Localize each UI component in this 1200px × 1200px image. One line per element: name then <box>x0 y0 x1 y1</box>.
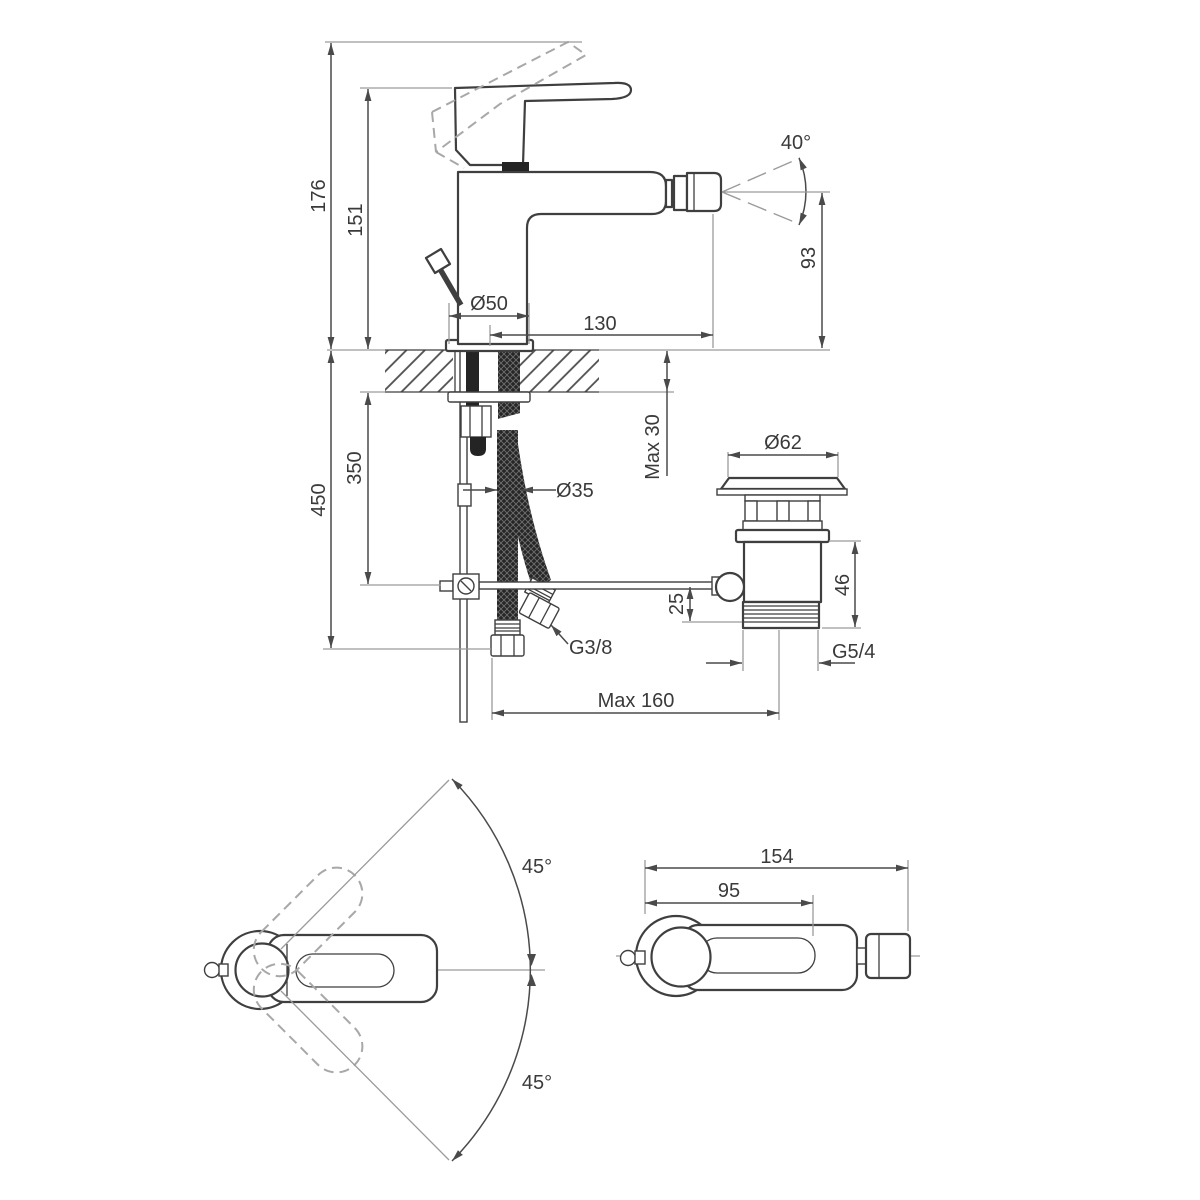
stud-tip <box>470 437 486 456</box>
label-total-height: 176 <box>308 179 330 212</box>
cartridge-ring <box>502 162 529 171</box>
label-supply-thread: G3/8 <box>569 637 612 659</box>
spray-cone-lines <box>721 157 801 225</box>
body-and-spout <box>456 170 668 346</box>
label-waste-thread: G5/4 <box>832 641 875 663</box>
label-handle-length: 95 <box>718 880 740 902</box>
waste-plug-washer <box>716 488 848 496</box>
label-deck-thickness: Max 30 <box>642 414 664 480</box>
cage-post-2 <box>776 500 790 522</box>
flex-hose-upper <box>498 350 520 422</box>
label-swing-up: 45° <box>522 856 552 878</box>
deck-hatch-left <box>385 350 453 392</box>
waste-body <box>742 540 823 604</box>
nozzle-link <box>856 947 867 965</box>
hose-end-curved-nut <box>518 592 560 629</box>
cage-top-ring <box>744 494 821 502</box>
backing-washer <box>447 391 531 403</box>
hose-end-straight <box>490 619 525 657</box>
cage-bottom-ring <box>742 520 823 531</box>
aerator-top-view <box>864 932 912 980</box>
label-horizontal-reach: Max 160 <box>598 690 675 712</box>
waste-threads <box>744 605 818 623</box>
swing-arc <box>451 778 532 1162</box>
nozzle-ring-2 <box>672 174 689 212</box>
label-handle-height: 151 <box>345 203 367 236</box>
label-total-length: 154 <box>760 846 793 868</box>
flex-hose-curved <box>507 444 551 592</box>
waste-flange <box>734 528 831 544</box>
dimension-texts-side: 176 151 450 350 40° 93 Ø50 130 Max 30 Ø3… <box>308 132 875 712</box>
handle-top-view <box>266 933 439 1004</box>
label-spray-angle: 40° <box>781 132 811 154</box>
label-swing-down: 45° <box>522 1072 552 1094</box>
mounting-nut-facets <box>469 406 483 437</box>
label-flange-diameter: Ø62 <box>764 432 802 454</box>
top-view-swing: 45° 45° <box>203 778 552 1162</box>
handle-head-2 <box>650 926 712 988</box>
mounting-nut-body <box>460 405 492 438</box>
label-hole-diameter: Ø35 <box>556 480 594 502</box>
label-body-height: 46 <box>832 574 854 596</box>
swing-sector-radii <box>280 779 450 1161</box>
swing-arc-mid-arrow-up <box>527 954 536 966</box>
handle-lever <box>453 81 633 167</box>
aerator <box>685 171 723 213</box>
drain-lever-shaft <box>437 267 464 307</box>
label-rod-offset: 25 <box>666 593 688 615</box>
screw-slot <box>460 580 472 592</box>
hose-nut-2-facets <box>527 597 552 625</box>
swing-arc-mid-arrow-down <box>527 974 536 986</box>
mounting-deck <box>385 349 599 393</box>
side-knob-stub <box>218 963 229 977</box>
label-spray-height: 93 <box>798 247 820 269</box>
cross-fitting-stub <box>439 580 454 592</box>
label-base-diameter: Ø50 <box>470 293 508 315</box>
hose-nut-facets <box>500 635 515 656</box>
side-view: 176 151 450 350 40° 93 Ø50 130 Max 30 Ø3… <box>308 40 875 723</box>
under-deck-assembly <box>439 349 714 723</box>
waste-plug-disc <box>719 476 847 491</box>
side-knob-2 <box>619 949 637 967</box>
label-rod-drop: 450 <box>308 483 330 516</box>
hose-nut <box>490 634 525 657</box>
label-hose-drop: 350 <box>344 451 366 484</box>
hose-nut-2 <box>518 592 560 629</box>
cage-post-3 <box>807 500 821 522</box>
hose-collar-threads <box>495 623 520 632</box>
side-knob <box>203 961 221 979</box>
leader-g38 <box>550 624 569 645</box>
drain-lever-knob <box>424 247 452 275</box>
handle-open-position-dashed <box>431 40 588 169</box>
cage-post-1 <box>744 500 758 522</box>
ball-joint <box>714 571 746 603</box>
drain-pull-lever <box>424 247 464 307</box>
deck-hatch-right <box>519 350 599 392</box>
top-view-dims: 154 95 <box>616 846 920 998</box>
mounting-nut <box>460 405 492 456</box>
horizontal-rod <box>478 581 714 590</box>
side-knob-stub-2 <box>634 950 646 965</box>
label-spout-reach: 130 <box>583 313 616 335</box>
rod-slider <box>457 483 472 507</box>
pop-up-waste <box>711 476 848 630</box>
dimension-lines-side <box>327 43 859 717</box>
nozzle-ring-1 <box>664 178 674 209</box>
